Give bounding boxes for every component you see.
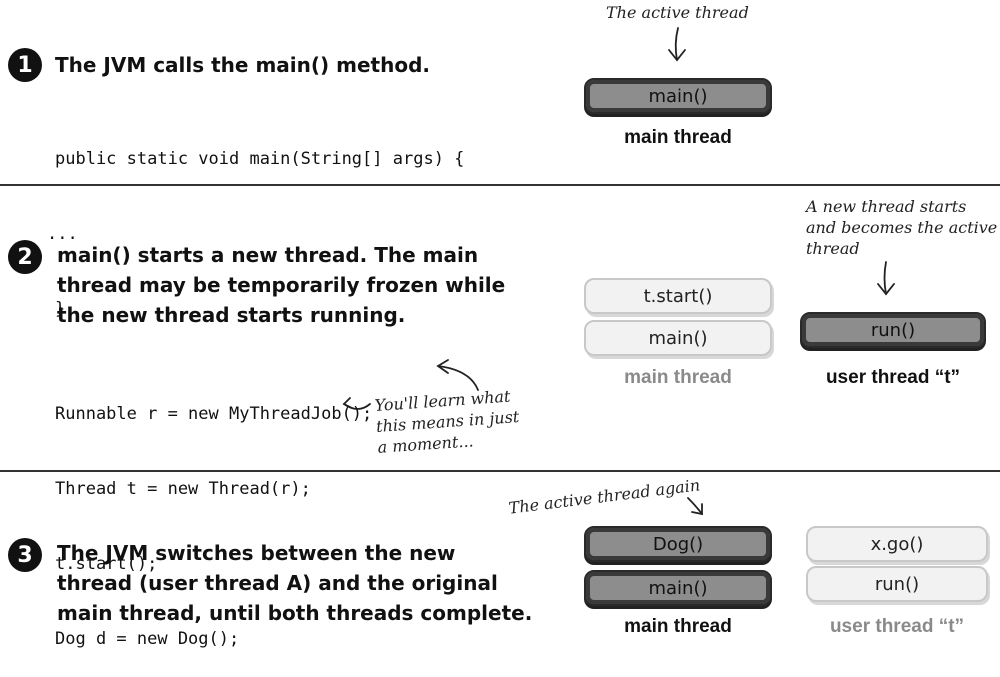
arrow-active-thread-1	[674, 27, 679, 61]
code-line: ...	[47, 224, 78, 244]
stack-frame: main()	[584, 320, 772, 356]
code-line: Thread t = new Thread(r);	[55, 479, 311, 499]
step2-heading: main() starts a new thread. The main thr…	[57, 240, 505, 330]
arrow-active-thread-2	[883, 261, 887, 295]
step3-heading: The JVM switches between the new thread …	[57, 538, 532, 628]
heading-line: The JVM switches between the new	[57, 541, 456, 565]
stack-label: user thread “t”	[829, 616, 965, 637]
arrow-to-myjob	[437, 365, 479, 391]
annotation-line: and becomes the active	[806, 218, 998, 237]
step2-code: Runnable r = new MyThreadJob(); Thread t…	[55, 352, 372, 677]
step1-heading: The JVM calls the main() method.	[55, 53, 430, 77]
annotation-active-thread: The active thread	[606, 3, 749, 22]
heading-line: thread may be temporarily frozen while	[57, 273, 506, 297]
stack-frame: main()	[584, 570, 772, 606]
stack-label: main thread	[624, 367, 732, 388]
annotation-active-again: The active thread again	[507, 475, 702, 518]
heading-line: thread (user thread A) and the original	[57, 571, 498, 595]
code-line: }	[55, 299, 66, 319]
code-line: Dog d = new Dog();	[55, 629, 240, 649]
stack-frame: t.start()	[584, 278, 772, 314]
stack-label: main thread	[624, 616, 732, 637]
stack-label: user thread “t”	[825, 367, 961, 388]
code-line: Runnable r = new MyThreadJob();	[55, 404, 373, 424]
stack-frame: run()	[806, 566, 988, 602]
code-line: public static void main(String[] args) {	[55, 149, 465, 169]
side-note: You'll learn what this means in just a m…	[374, 385, 521, 458]
code-line: t.start();	[55, 554, 158, 574]
stack-frame: run()	[800, 312, 986, 348]
step-number-3: 3	[8, 538, 42, 572]
section-divider-2	[0, 470, 1000, 472]
annotation-line: thread	[806, 239, 860, 258]
heading-line: the new thread starts running.	[57, 303, 406, 327]
section-divider-1	[0, 184, 1000, 186]
annotation-line: A new thread starts	[806, 197, 967, 216]
heading-line: main() starts a new thread. The main	[57, 243, 479, 267]
step1-code: public static void main(String[] args) {…	[47, 97, 465, 347]
stack-frame: Dog()	[584, 526, 772, 562]
heading-line: main thread, until both threads complete…	[57, 601, 533, 625]
stack-frame: main()	[584, 78, 772, 114]
step-number-1: 1	[8, 48, 42, 82]
step-number-2: 2	[8, 240, 42, 274]
arrow-active-thread-3	[687, 497, 703, 515]
stack-label: main thread	[624, 127, 732, 148]
annotation-new-thread: A new thread starts and becomes the acti…	[806, 196, 997, 259]
stack-frame: x.go()	[806, 526, 988, 562]
